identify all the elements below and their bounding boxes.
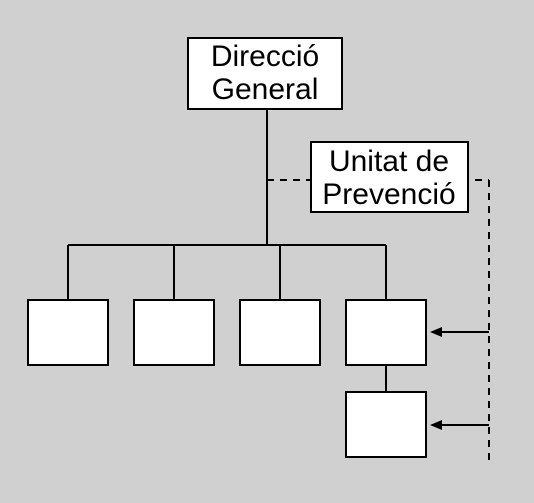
sub-department-box bbox=[345, 391, 427, 458]
direccio-general-label-line1: Direcció bbox=[211, 40, 319, 73]
department-box-2 bbox=[133, 299, 215, 366]
unitat-prevencio-label-line1: Unitat de bbox=[329, 145, 449, 178]
department-box-1 bbox=[27, 299, 109, 366]
department-box-4 bbox=[345, 299, 427, 366]
unitat-prevencio-box bbox=[310, 141, 469, 213]
direccio-general-box bbox=[187, 37, 343, 110]
department-box-3 bbox=[239, 299, 321, 366]
direccio-general-label-line2: General bbox=[212, 73, 319, 106]
unitat-prevencio-label-line2: Prevenció bbox=[322, 178, 455, 211]
